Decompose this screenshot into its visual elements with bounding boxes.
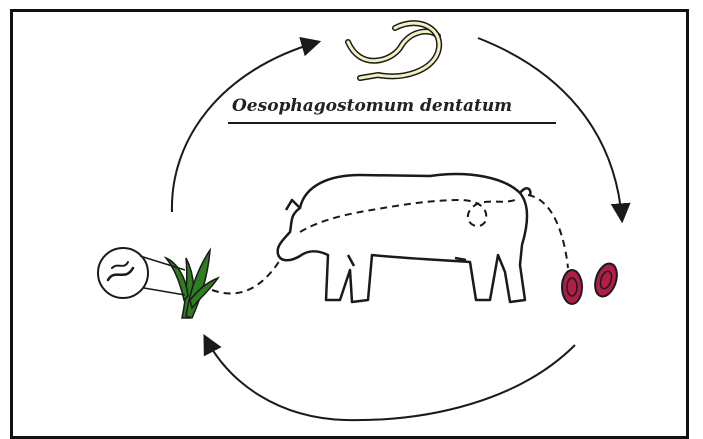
egg-icon-2 xyxy=(591,261,621,300)
ingestion-path-grass-to-pig xyxy=(212,260,280,293)
cycle-arrow-bottom-to-left xyxy=(205,337,575,420)
migration-path-pig-to-eggs xyxy=(528,195,568,268)
pig-host-icon xyxy=(278,174,531,302)
egg-icon-1 xyxy=(562,270,582,304)
larvae-magnifier-icon xyxy=(98,248,185,298)
diagram-title: Oesophagostomum dentatum xyxy=(232,96,512,116)
grass-icon xyxy=(166,250,218,318)
cycle-arrow-left-to-top xyxy=(172,42,318,212)
adult-worm-icon xyxy=(348,23,439,78)
